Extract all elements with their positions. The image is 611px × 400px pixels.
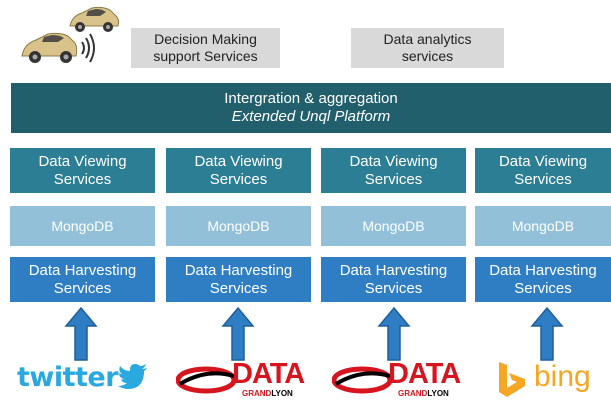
mongodb-label: MongoDB [207,217,270,234]
data-harvesting-box: Data Harvesting Services [10,257,155,302]
mongodb-label: MongoDB [51,217,114,234]
data-harvesting-line1: Data Harvesting [489,261,597,279]
bing-b-icon [499,362,525,397]
mongodb-box: MongoDB [475,206,611,246]
data-viewing-line2: Services [364,170,423,188]
data-logo-text: DATA [232,358,305,390]
data-analytics-box: Data analytics services [351,28,504,68]
data-harvesting-line2: Services [514,279,572,297]
data-viewing-line2: Services [514,170,572,188]
data-viewing-line2: Services [209,170,268,188]
mongodb-label: MongoDB [362,217,425,234]
data-logo-text: DATA [388,358,461,390]
up-arrow-icon [530,306,564,361]
lyon-text: LYON [271,389,293,398]
data-viewing-line1: Data Viewing [38,152,127,170]
data-analytics-line1: Data analytics [383,31,472,48]
mongodb-label: MongoDB [511,217,575,234]
decision-making-box: Decision Making support Services [131,28,280,68]
data-harvesting-line1: Data Harvesting [339,261,448,279]
data-harvesting-line1: Data Harvesting [184,261,293,279]
data-viewing-box: Data Viewing Services [321,148,466,193]
grand-text: GRAND [398,389,428,398]
data-grandlyon-swoosh-icon [176,366,237,394]
data-harvesting-box: Data Harvesting Services [321,257,466,302]
up-arrow-icon [377,306,411,361]
data-harvesting-line2: Services [364,279,423,297]
grand-text: GRAND [242,389,272,398]
data-viewing-line1: Data Viewing [194,152,283,170]
data-harvesting-line2: Services [53,279,112,297]
mongodb-box: MongoDB [321,206,466,246]
data-harvesting-box: Data Harvesting Services [475,257,611,302]
up-arrow-icon [221,306,255,361]
data-viewing-line1: Data Viewing [349,152,438,170]
data-viewing-line2: Services [53,170,112,188]
data-grandlyon-swoosh-icon [332,366,393,394]
grandlyon-logo-text: GRANDLYON [242,389,293,398]
car-icon [69,6,120,32]
decision-making-line1: Decision Making [154,31,257,48]
grandlyon-logo-text: GRANDLYON [398,389,449,398]
up-arrow-icon [64,306,98,361]
data-viewing-line1: Data Viewing [498,152,588,170]
bing-logo-text: bing [534,360,591,393]
connected-car-icon [21,32,95,63]
integration-banner: Intergration & aggregation Extended Unql… [11,83,611,133]
banner-subtitle: Extended Unql Platform [231,108,391,125]
data-viewing-box: Data Viewing Services [166,148,311,193]
data-harvesting-line2: Services [209,279,268,297]
mongodb-box: MongoDB [10,206,155,246]
twitter-logo-text: twitter [17,362,119,393]
data-harvesting-line1: Data Harvesting [28,261,137,279]
data-harvesting-box: Data Harvesting Services [166,257,311,302]
decision-making-line2: support Services [153,48,258,64]
twitter-bird-icon [118,364,147,389]
lyon-text: LYON [427,389,449,398]
mongodb-box: MongoDB [166,206,311,246]
data-viewing-box: Data Viewing Services [475,148,611,193]
data-viewing-box: Data Viewing Services [10,148,155,193]
banner-title: Intergration & aggregation [224,90,398,107]
data-analytics-line2: services [401,48,454,64]
